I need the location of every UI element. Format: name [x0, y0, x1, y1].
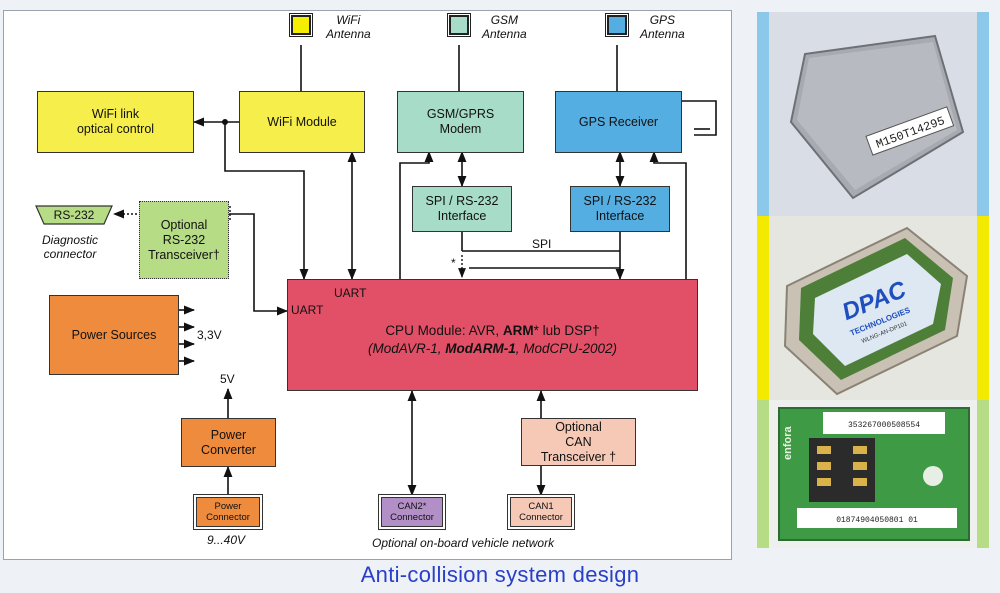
spi-label: SPI: [532, 237, 552, 251]
wifi-antenna-label: WiFi Antenna: [326, 13, 371, 41]
cpu-line1-suffix: * lub DSP†: [533, 323, 600, 338]
cpu-line2-a: (ModAVR-1,: [367, 341, 446, 356]
gsm-photo-strip-left: [757, 400, 769, 548]
voltage-5v-label: 5V: [220, 372, 235, 386]
gsm-antenna-sub: Antenna: [482, 27, 527, 41]
gsm-antenna-icon: [447, 13, 471, 37]
wifi-module-photo: DPAC TECHNOLOGIES WLNG-AN-DP101: [757, 216, 989, 400]
gps-antenna-label: GPS Antenna: [640, 13, 685, 41]
can2-connector-line2: Connector: [390, 512, 434, 523]
wifi-photo-strip-left: [757, 216, 769, 400]
cpu-line2-bold: ModARM-1: [445, 341, 516, 356]
gps-chip-image: M150T14295: [789, 34, 965, 200]
can2-connector-line1: CAN2*: [397, 501, 427, 512]
gps-antenna-icon: [605, 13, 629, 37]
wifi-photo-strip-right: [977, 216, 989, 400]
can1-connector-line2: Connector: [519, 512, 563, 523]
cpu-line1-prefix: CPU Module: AVR,: [385, 323, 503, 338]
can-trx-line3: Transceiver †: [540, 449, 617, 464]
input-voltage-label: 9...40V: [207, 533, 246, 547]
gsm-modem-line2: Modem: [439, 122, 482, 136]
diagnostic-line2: connector: [43, 247, 97, 261]
gsm-modem-line1: GSM/GPRS: [426, 107, 495, 121]
wifi-link-line2: optical control: [76, 122, 155, 136]
rs232-trx-line2: RS-232: [162, 232, 206, 247]
wifi-antenna-sub: Antenna: [326, 27, 371, 41]
diagnostic-line1: Diagnostic: [42, 233, 99, 247]
wifi-module-block: WiFi Module: [239, 91, 365, 153]
can1-connector-line1: CAN1: [528, 501, 554, 512]
power-converter-line1: Power: [210, 427, 247, 442]
uart-left-label: UART: [291, 303, 324, 317]
voltage-3v3-label: 3,3V: [197, 328, 222, 342]
gps-receiver-label: GPS Receiver: [578, 114, 659, 129]
can-trx-line1: Optional: [555, 419, 602, 434]
wifi-module-label: WiFi Module: [267, 114, 337, 129]
rs232-trx-line1: Optional: [160, 217, 208, 232]
spi-gps-line1: SPI / RS-232: [583, 194, 657, 208]
wifi-antenna-icon: [289, 13, 313, 37]
gps-module-photo: M150T14295: [757, 12, 989, 216]
cpu-line1-bold: ARM: [502, 323, 534, 338]
gps-photo-strip-left: [757, 12, 769, 216]
diagram-panel: WiFi Antenna GSM Antenna GPS Antenna WiF…: [3, 10, 732, 560]
rs232-connector: RS-232: [35, 205, 113, 225]
cpu-module-block: CPU Module: AVR, ARM* lub DSP† (ModAVR-1…: [287, 279, 698, 391]
gsm-chip-image: 353267000508554 enfora 01874904050801 01: [778, 407, 970, 541]
gps-receiver-block: GPS Receiver: [555, 91, 682, 153]
wifi-link-line1: WiFi link: [91, 107, 140, 121]
gps-antenna-name: GPS: [649, 13, 676, 27]
enfora-logo-text: enfora: [782, 426, 794, 461]
power-sources-label: Power Sources: [71, 327, 157, 342]
gsm-photo-strip-right: [977, 400, 989, 548]
gps-antenna-sub: Antenna: [640, 27, 685, 41]
vehicle-network-label: Optional on-board vehicle network: [372, 536, 555, 550]
gsm-code1: 353267000508554: [848, 421, 920, 430]
spi-gps-line2: Interface: [595, 209, 645, 223]
spi-gsm-line1: SPI / RS-232: [425, 194, 499, 208]
can-trx-line2: CAN: [565, 434, 592, 449]
gsm-antenna-name: GSM: [490, 13, 519, 27]
spi-gsm-line2: Interface: [437, 209, 487, 223]
cpu-line2-b: , ModCPU-2002): [515, 341, 618, 356]
wifi-antenna-name: WiFi: [336, 13, 361, 27]
diagram-caption: Anti-collision system design: [360, 562, 640, 587]
gsm-antenna-label: GSM Antenna: [482, 13, 527, 41]
uart-top-label: UART: [334, 286, 367, 300]
gps-photo-strip-right: [977, 12, 989, 216]
power-sources-block: Power Sources: [49, 295, 179, 375]
rs232-connector-label: RS-232: [54, 208, 95, 222]
wifi-chip-image: DPAC TECHNOLOGIES WLNG-AN-DP101: [783, 226, 969, 396]
can2-connector: CAN2*Connector: [381, 497, 443, 527]
spi-star-label: *: [451, 256, 456, 270]
gsm-module-photo: 353267000508554 enfora 01874904050801 01: [757, 400, 989, 548]
rs232-trx-line3: Transceiver†: [148, 247, 220, 262]
power-connector-line1: Power: [214, 501, 242, 512]
power-connector-line2: Connector: [206, 512, 250, 523]
power-converter-line2: Converter: [201, 442, 256, 457]
gsm-code2: 01874904050801 01: [836, 516, 918, 525]
